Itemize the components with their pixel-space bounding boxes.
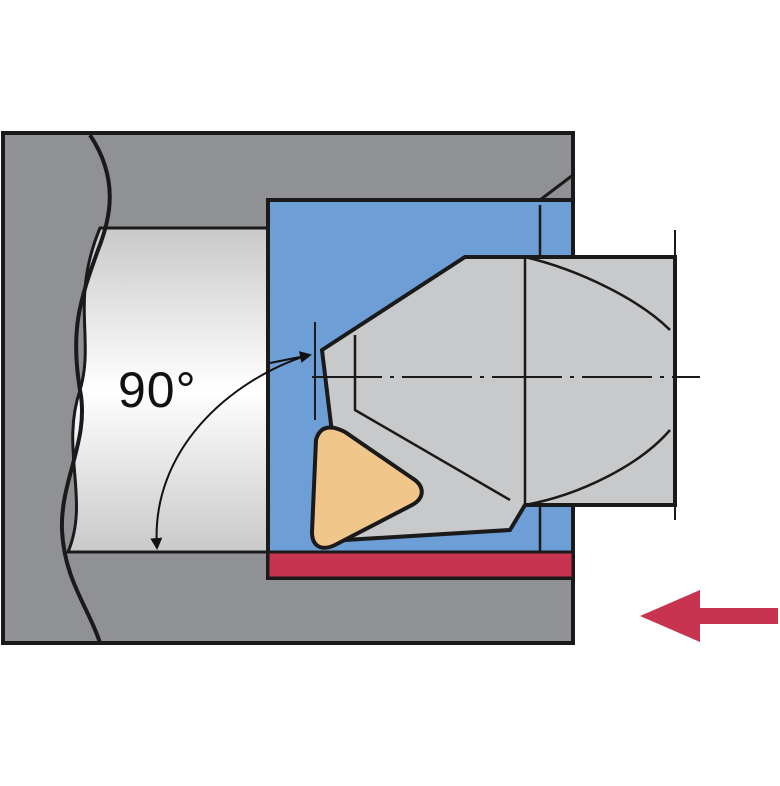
angle-arc-icon bbox=[150, 354, 309, 550]
tool-shank-curve bbox=[524, 255, 671, 507]
tool-clearance-line bbox=[353, 335, 511, 502]
contact-strip bbox=[266, 550, 575, 580]
bore-chamfer bbox=[539, 173, 574, 202]
cutting-insert bbox=[309, 425, 424, 550]
angle-label: 90° bbox=[118, 362, 197, 418]
break-line bbox=[59, 133, 112, 644]
angle-arc-start-arrow bbox=[269, 351, 312, 364]
tool-body bbox=[319, 255, 677, 543]
feed-direction-arrow-icon bbox=[640, 590, 778, 642]
